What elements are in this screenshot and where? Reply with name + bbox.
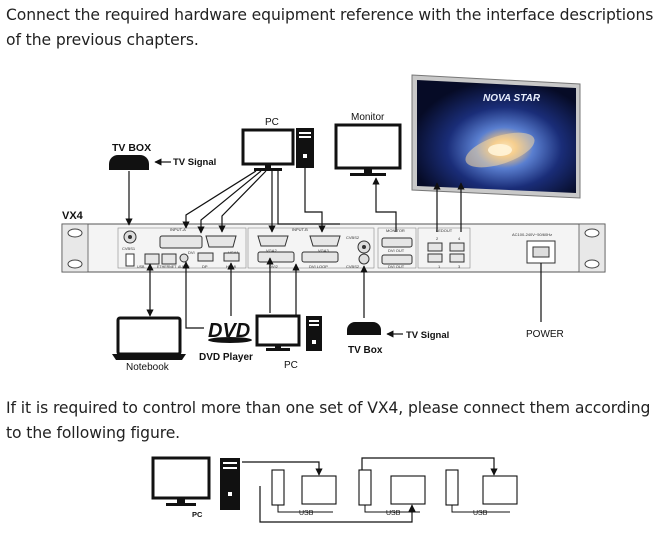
vga3-label: VGA3 [318,248,329,253]
tv-box-bottom: TV Signal TV Box [347,265,449,356]
pc-top-monitor-icon [241,128,295,171]
cvbs1-label: CVBS1 [122,246,136,251]
tv-box-top-label: TV BOX [112,142,151,154]
dvd-logo-icon: DVD [208,320,252,343]
dvd-player-device: DVD DVD Player [182,261,253,363]
dvi-out-2-label: DVI OUT [388,264,405,269]
pc-bottom-tower-icon [306,316,322,351]
cascade-pc-label: PC [192,510,203,519]
power-connection: POWER [526,263,564,340]
pc-top: PC [182,117,340,234]
port-2-label: 2 [436,236,439,241]
cascade-paragraph: If it is required to control more than o… [6,399,651,442]
tv-box-bottom-label: TV Box [348,345,383,356]
dvd-player-label: DVD Player [199,352,253,363]
tv-box-bottom-icon [347,322,381,335]
vga2-label: VGA2 [266,248,277,253]
audio-label: AUDIO [178,265,190,269]
ledout-label: LEDOUT [436,228,453,233]
port-3-label: 3 [458,264,461,269]
pc-top-tower-icon [296,128,314,168]
device-name-label: VX4 [62,210,84,222]
cascade-usb-label-1: USB [299,510,314,517]
ac-label: AC100-240V~50/60Hz [512,232,552,237]
pc-bottom-label: PC [284,360,298,371]
port-4-label: 4 [458,236,461,241]
notebook-icon [112,316,186,360]
tv-signal-top-label: TV Signal [173,157,216,168]
ethernet-label: ETHERNET [157,265,177,269]
cascade-diagram: PC USB USB USB [151,456,518,523]
dvi-label: DVI [188,250,195,255]
dp-label: DP [202,264,208,269]
dvi2-label: DVI2 [269,264,279,269]
screen-brand-text: NOVA STAR [483,93,541,104]
tv-box-top: TV BOX TV Signal [109,142,216,226]
led-screen: NOVA STAR [411,74,581,232]
dvd-logo-text: DVD [208,320,250,342]
notebook-label: Notebook [126,362,170,373]
pc-bottom: PC [255,257,322,371]
pc-bottom-monitor-icon [255,314,301,351]
cascade-pc-tower-icon [220,458,240,510]
monitor-device: Monitor [334,112,402,232]
monitor-label: Monitor [351,112,385,123]
cascade-usb-label-3: USB [473,510,488,517]
input-a-label: INPUT-A [170,227,186,232]
tv-box-top-icon [109,155,149,170]
monitor-icon [334,123,402,176]
intro-paragraph: Connect the required hardware equipment … [6,6,654,49]
pc-top-label: PC [265,117,279,128]
tv-signal-bottom-label: TV Signal [406,330,449,341]
cascade-pc-monitor-icon [151,456,211,506]
cvbs2-bottom-label: CVBS2 [346,264,360,269]
port-1-label: 1 [438,264,441,269]
vx4-device: VX4 CVBS1 INPUT-A DVI VGA1 INPUT-B VGA2 … [61,210,606,273]
usb-port-label: USB [137,265,145,269]
power-label: POWER [526,329,564,340]
cascade-usb-label-2: USB [386,510,401,517]
cvbs2-top-label: CVBS2 [346,235,360,240]
notebook-device: Notebook [112,263,186,373]
input-b-label: INPUT-B [292,227,308,232]
dvi-loop-label: DVI LOOP [309,264,328,269]
dvi-out-1-label: DVI OUT [388,248,405,253]
